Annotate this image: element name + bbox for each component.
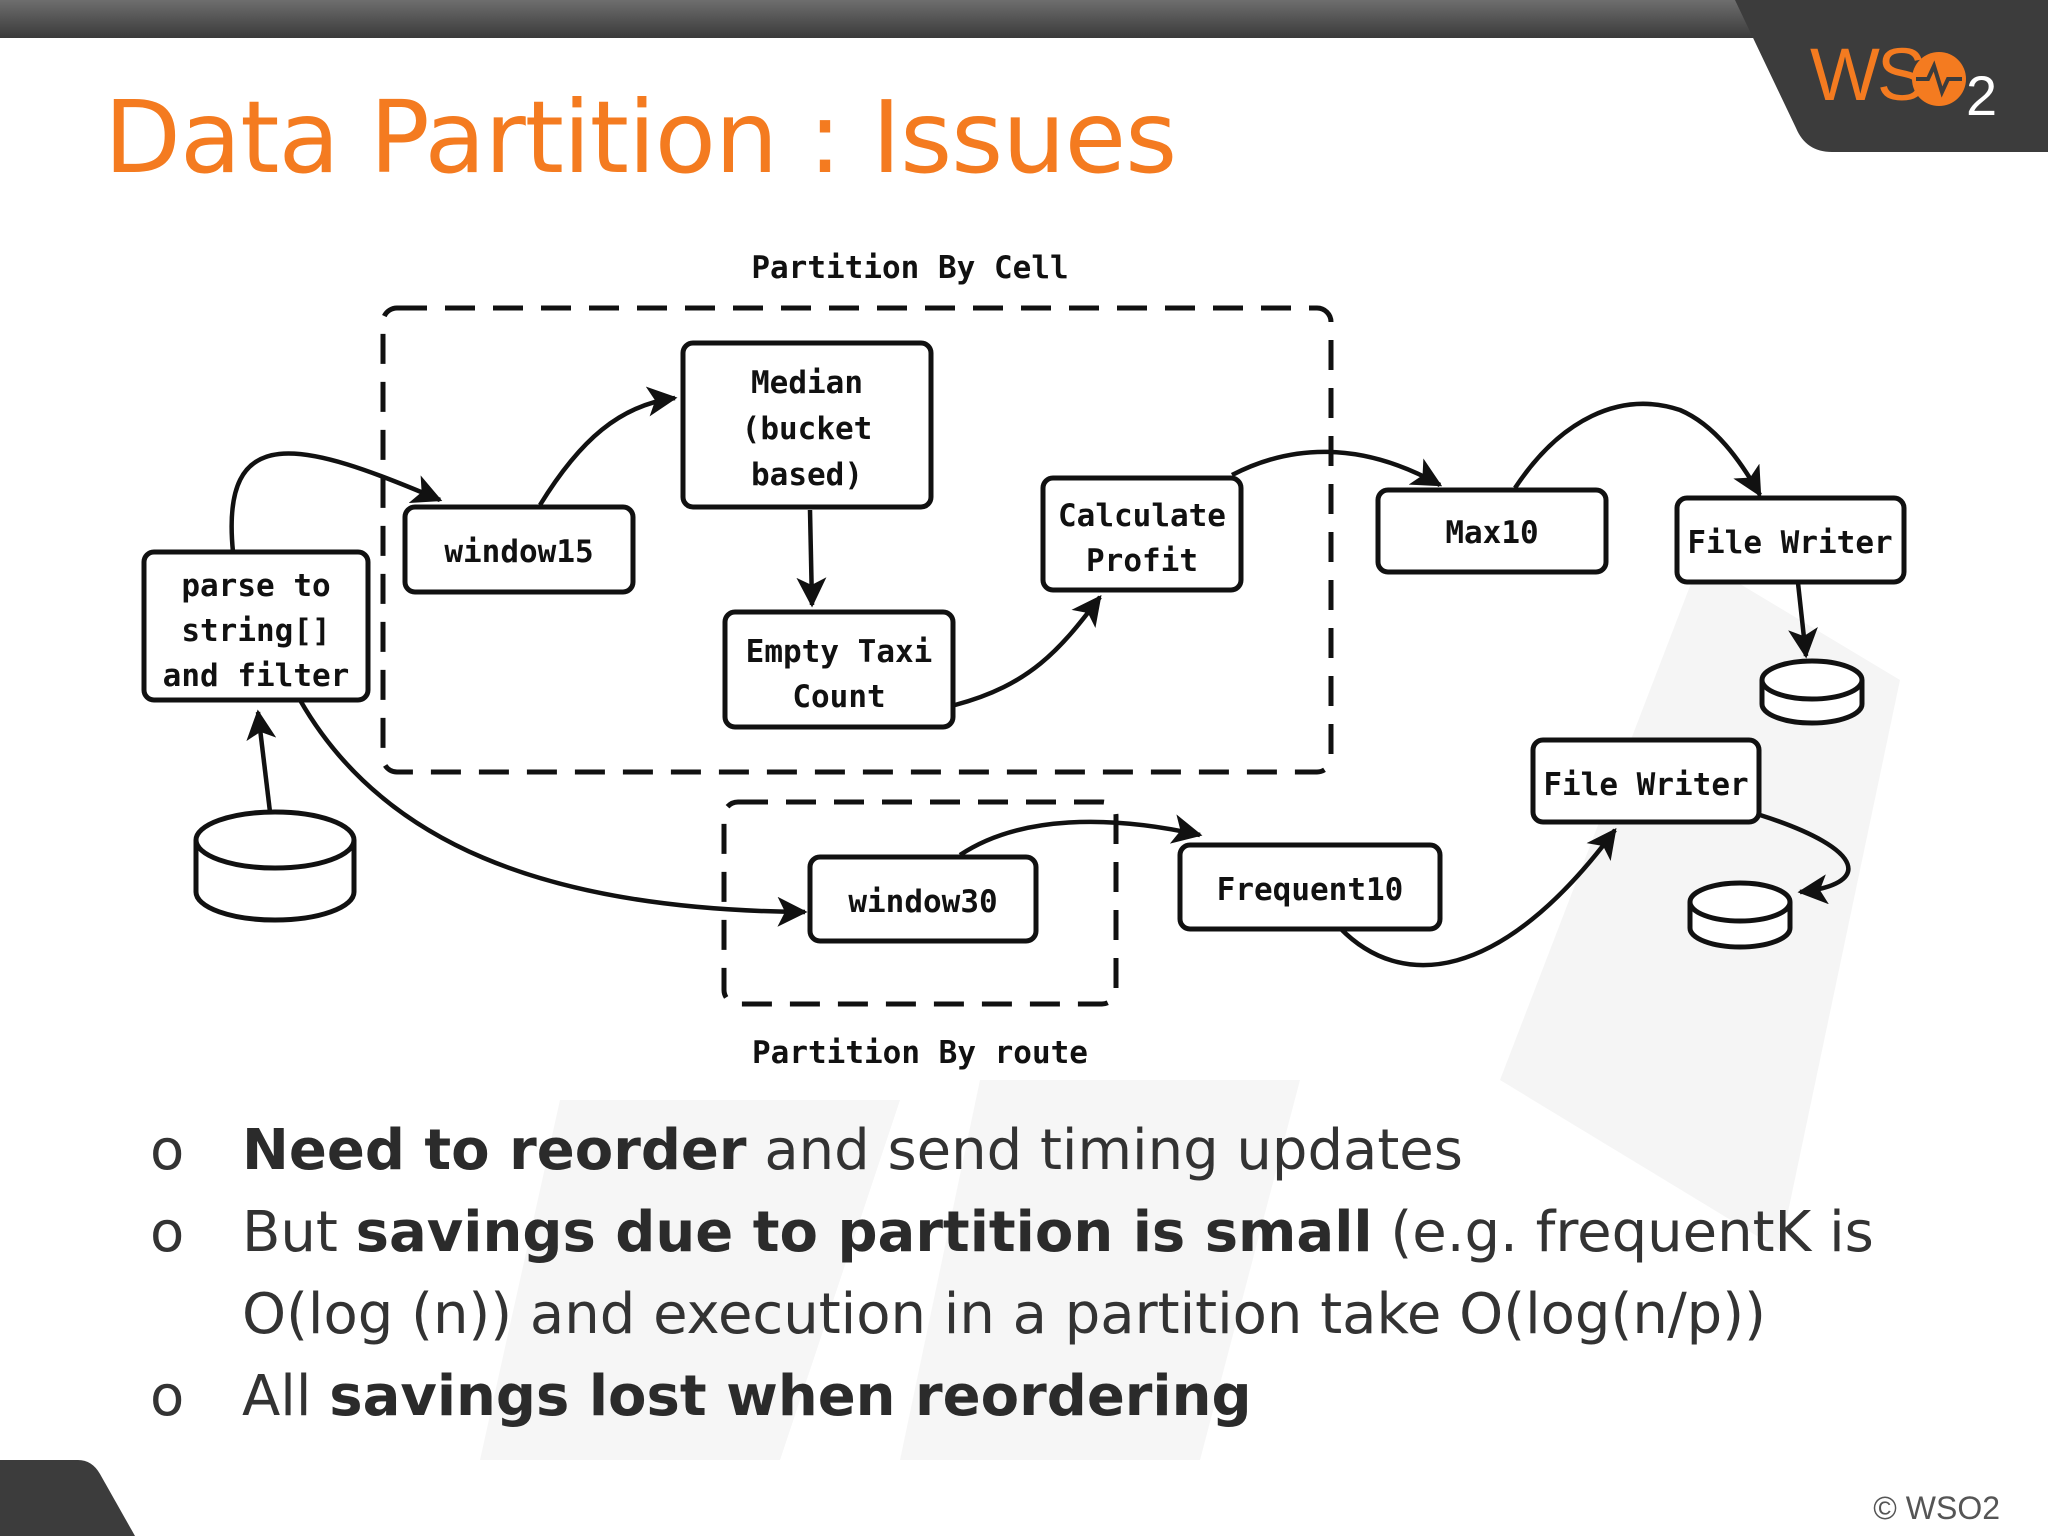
wso2-logo: WS [1810, 33, 1926, 116]
partition-by-route-label: Partition By route [752, 1035, 1088, 1071]
bullet-bold-text: savings due to partition is small [355, 1200, 1373, 1265]
edge-parse-to-window15 [229, 451, 443, 553]
database-icon-sink-2 [1687, 880, 1793, 950]
edge-filewriter1-to-db [1788, 582, 1818, 659]
node-empty-taxi-line-2: Count [792, 679, 885, 715]
node-calc-profit-line-1: Calculate [1058, 498, 1226, 534]
edge-parse-to-window30 [298, 698, 808, 927]
node-parse-filter-line-1: parse to [181, 568, 330, 604]
bullet-item: o But savings due to partition is small … [150, 1192, 2000, 1356]
edge-filewriter2-to-db [1759, 812, 1851, 905]
node-calc-profit-line-2: Profit [1086, 543, 1198, 579]
slide-title: Data Partition : Issues [104, 79, 1177, 196]
partition-by-cell-label: Partition By Cell [751, 250, 1068, 286]
footer-corner-shape [0, 1460, 135, 1536]
node-median-line-1: Median [751, 365, 863, 401]
bullet-prefix: But [242, 1200, 356, 1265]
bullet-bold-text: savings lost when reordering [329, 1364, 1252, 1429]
partition-by-cell-group [380, 305, 1334, 775]
bullet-text: (e.g. frequentK is O(log (n)) and execut… [242, 1200, 1874, 1347]
copyright-text: © WSO2 [1873, 1490, 2000, 1526]
node-median-line-2: (bucket [742, 411, 873, 447]
logo-tab-shape [1735, 0, 2048, 152]
edge-frequent10-to-filewriter2 [1338, 827, 1617, 968]
bullet-marker: o [150, 1364, 185, 1429]
edge-window15-to-median [538, 386, 678, 507]
node-file-writer-1-label: File Writer [1687, 525, 1892, 561]
node-max10 [1375, 487, 1609, 575]
bullet-bold-text: Need to reorder [242, 1118, 747, 1183]
node-window30 [807, 854, 1039, 944]
node-empty-taxi [722, 609, 956, 730]
bullet-prefix: All [242, 1364, 330, 1429]
node-file-writer-2 [1530, 737, 1762, 825]
edge-emptytaxi-to-calcprofit [954, 595, 1102, 708]
logo-pulse-icon [1912, 52, 1966, 106]
node-window15 [402, 504, 636, 595]
node-frequent10-label: Frequent10 [1217, 872, 1404, 908]
database-icon-source [193, 809, 357, 923]
node-calc-profit [1040, 475, 1244, 593]
node-parse-filter-line-2: string[] [181, 613, 330, 649]
edge-calcprofit-to-max10 [1230, 449, 1443, 487]
edge-median-to-emptytaxi [796, 509, 827, 608]
bullet-marker: o [150, 1118, 185, 1183]
node-median [680, 340, 934, 510]
logo-subscript: 2 [1966, 64, 1998, 127]
top-header-band [0, 0, 2048, 38]
node-file-writer-1 [1674, 495, 1907, 585]
edge-window30-to-frequent10 [958, 814, 1203, 857]
database-icon-sink-1 [1759, 658, 1865, 726]
node-window30-label: window30 [848, 884, 997, 920]
node-file-writer-2-label: File Writer [1543, 767, 1748, 803]
bullet-item: o All savings lost when reordering [150, 1356, 2000, 1438]
edge-db-to-parse [246, 709, 277, 813]
edge-max10-to-filewriter1 [1513, 401, 1762, 498]
node-empty-taxi-line-1: Empty Taxi [746, 634, 933, 670]
bullet-item: o Need to reorder and send timing update… [150, 1110, 2000, 1192]
node-frequent10 [1177, 842, 1443, 932]
node-window15-label: window15 [444, 534, 593, 570]
node-median-line-3: based) [751, 457, 863, 493]
node-parse-filter [141, 549, 371, 703]
bullet-marker: o [150, 1200, 185, 1265]
node-max10-label: Max10 [1445, 515, 1538, 551]
node-parse-filter-line-3: and filter [163, 658, 350, 694]
bullet-text: and send timing updates [746, 1118, 1463, 1183]
bullet-list: o Need to reorder and send timing update… [150, 1110, 2000, 1438]
